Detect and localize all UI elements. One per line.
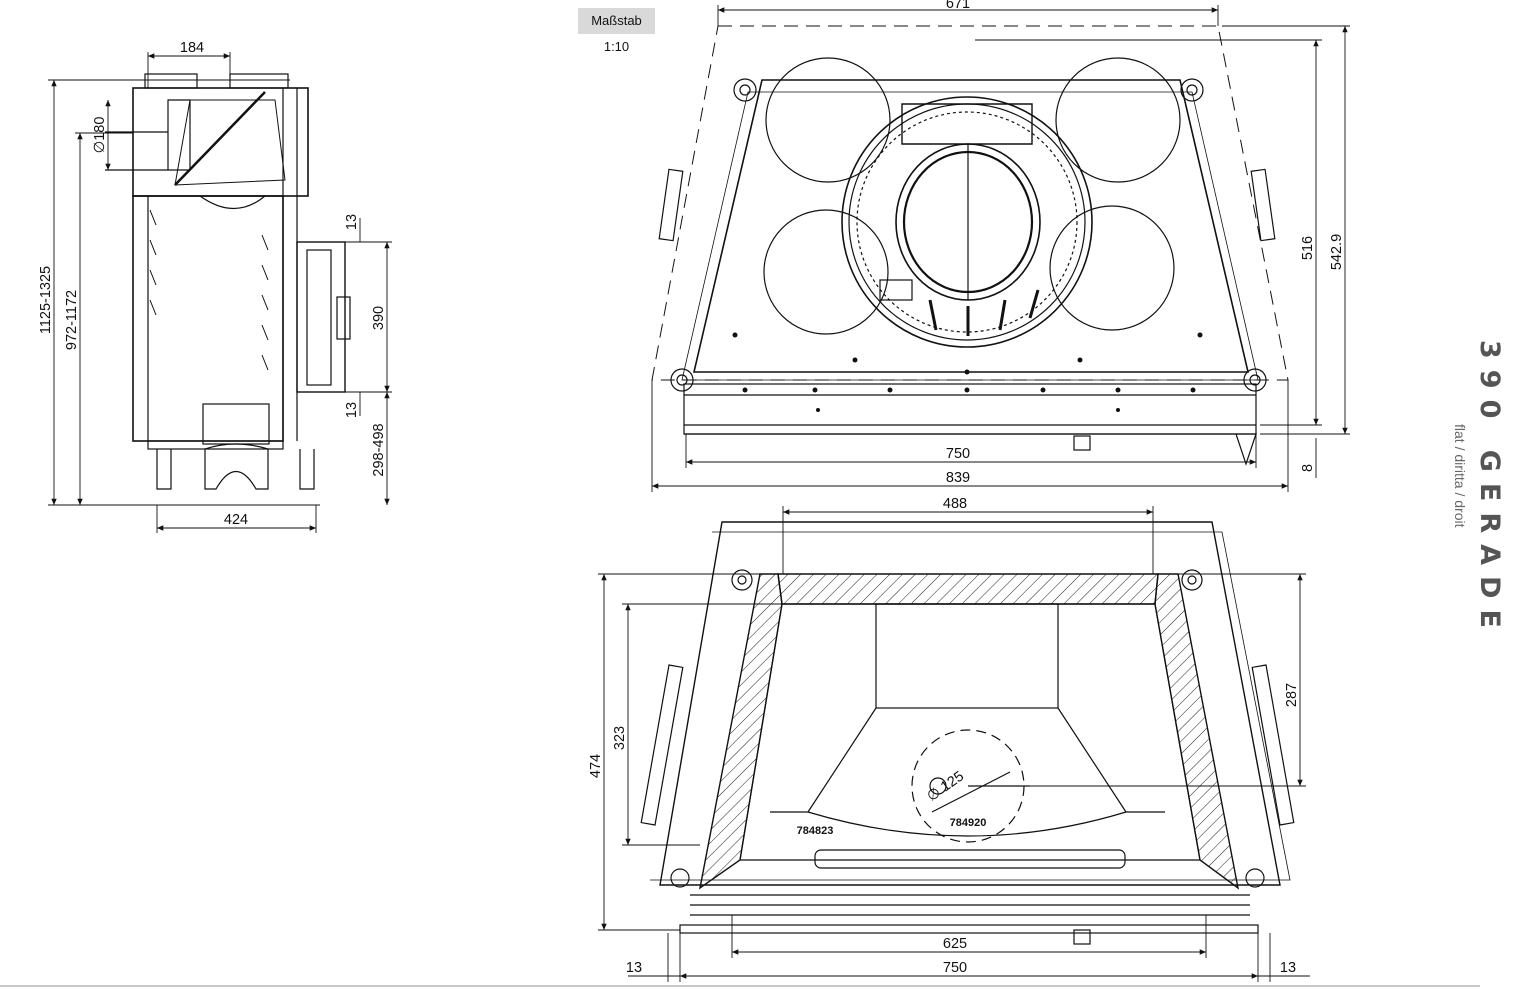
dim-door-gap-bottom: 13 (344, 402, 360, 418)
side-view-labels: 184 ∅180 1125-1325 972-1172 13 390 13 29… (38, 40, 387, 528)
dim-offset: 8 (1300, 464, 1316, 472)
dim-depth: 424 (224, 512, 248, 528)
product-title-block: 390 GERADE flat / diritta / droit (1452, 340, 1532, 650)
dim-margin-right: 13 (1280, 960, 1296, 976)
dim-depth-total: 474 (588, 754, 604, 778)
dim-depth-right: 287 (1284, 683, 1300, 707)
dim-front-width: 750 (943, 960, 967, 976)
dim-outer-width: 839 (946, 470, 970, 486)
dim-overall-height: 1125-1325 (38, 266, 54, 334)
top-view (651, 25, 1289, 466)
dim-depth-chamber: 323 (612, 726, 628, 750)
plan-view (640, 521, 1295, 945)
dim-back-width: 488 (943, 496, 967, 512)
dim-opening-width: 625 (943, 936, 967, 952)
dim-frame-height: 972-1172 (64, 290, 80, 350)
product-subtitle: flat / diritta / droit (1452, 424, 1468, 528)
top-view-dimensions (651, 5, 1350, 492)
dim-top-width-671: 671 (946, 0, 970, 12)
dim-margin-left: 13 (626, 960, 642, 976)
side-view (105, 73, 351, 490)
footer-divider (0, 985, 1480, 987)
plan-view-dimensions (598, 506, 1310, 982)
part-number-784920: 784920 (950, 817, 987, 829)
part-number-784823: 784823 (797, 825, 834, 837)
scale-label: Maßstab 1:10 (578, 8, 655, 54)
side-view-dimensions (48, 52, 392, 533)
dim-vent-diameter: ∅ 125 (924, 768, 967, 805)
dim-door-height: 390 (371, 306, 387, 330)
dim-door-gap-top: 13 (344, 214, 360, 230)
product-title: 390 GERADE (1474, 340, 1505, 639)
dim-top-width: 184 (180, 40, 204, 56)
top-view-labels: 671 750 839 516 542.9 8 (946, 0, 1345, 486)
dim-base-height: 298-498 (371, 423, 387, 476)
dim-inner-width: 750 (946, 446, 970, 462)
dim-depth-inner: 516 (1300, 236, 1316, 260)
dim-flue-diameter: ∅180 (92, 117, 108, 154)
dim-depth-outer: 542.9 (1329, 234, 1345, 270)
